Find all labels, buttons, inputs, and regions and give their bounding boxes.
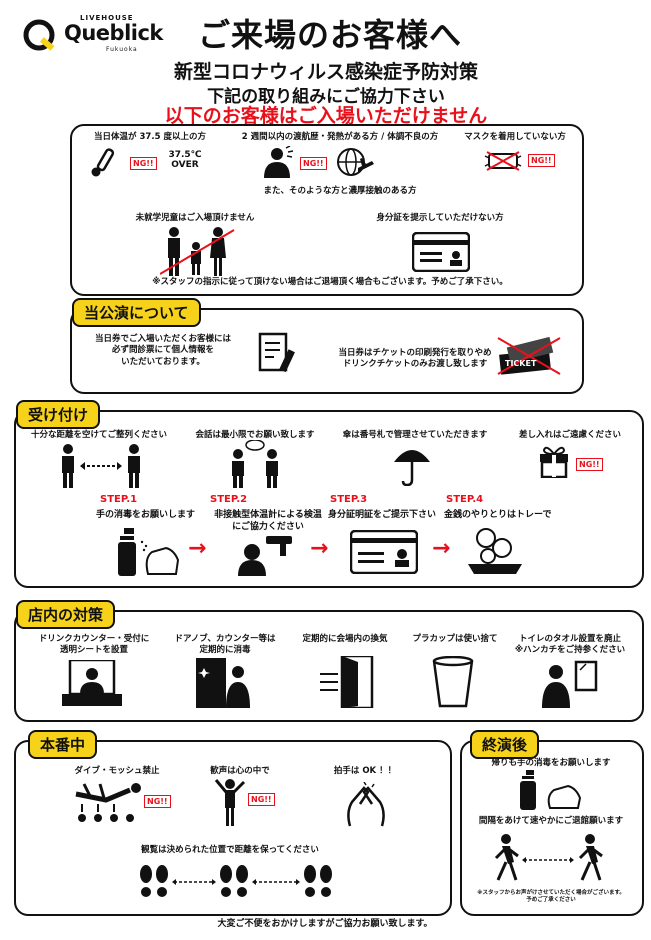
performance-label: 当公演について	[72, 298, 201, 327]
cheer-text: 歓声は心の中で	[210, 766, 270, 776]
venue-label: 店内の対策	[16, 600, 116, 629]
thermometer-icon	[91, 148, 115, 177]
step-label-4: STEP.4	[446, 494, 484, 505]
crowd-surfing-icon	[75, 783, 141, 822]
no-mask-icon	[484, 151, 522, 171]
questionnaire-icon	[258, 332, 295, 373]
counter-sheet-icon	[62, 660, 122, 706]
logo-small: LIVEHOUSE	[80, 14, 134, 22]
step-text-2: 非接触型体温計による検温 にご協力ください	[214, 510, 322, 533]
clap-text: 拍手は OK ！！	[333, 766, 397, 776]
disinfect-door-icon	[196, 658, 250, 708]
logo-mark-icon	[23, 19, 55, 51]
logo-name: Queblick	[64, 21, 163, 45]
step-text-1: 手の消毒をお願いします	[96, 510, 196, 520]
logo: LIVEHOUSE Queblick Fukuoka	[22, 14, 163, 54]
umbrella-icon	[394, 450, 430, 486]
venue-item-5: トイレのタオル設置を廃止 ※ハンカチをご持参ください	[514, 634, 626, 656]
ventilation-door-icon	[320, 656, 374, 708]
show-label: 本番中	[28, 730, 98, 759]
walking-people-icon	[494, 834, 603, 881]
performance-text2: 当日券はチケットの印刷発行を取りやめ ドリンクチケットのみお渡し致します	[338, 348, 492, 370]
ng-badge: NG!!	[130, 157, 157, 170]
venue-item-4: プラカップは使い捨て	[412, 634, 498, 644]
step-label-2: STEP.2	[210, 494, 248, 505]
thermometer-gun-icon	[238, 536, 292, 576]
page-subtitle: 新型コロナウィルス感染症予防対策	[173, 61, 478, 83]
venue-item-2: ドアノブ、カウンター等は 定期的に消毒	[174, 634, 276, 656]
step-label-1: STEP.1	[100, 494, 138, 505]
temp-over-text: 37.5℃ OVER	[168, 150, 202, 170]
footprints-icon	[140, 865, 332, 897]
reception-item-4: 差し入れはご遠慮ください	[518, 430, 621, 440]
entry-box	[70, 124, 584, 296]
step-text-4: 金銭のやりとりはトレーで	[444, 510, 552, 520]
coin-tray-icon	[468, 528, 522, 574]
ng-badge: NG!!	[528, 154, 555, 167]
performance-text1: 当日券でご入場いただくお客様には 必ず問診票にて個人情報を いただいております。	[94, 334, 231, 367]
after-box	[460, 740, 644, 916]
no-children-icon	[160, 227, 235, 276]
plastic-cup-icon	[432, 656, 474, 708]
reception-item-1: 十分な距離を空けてご整列ください	[30, 430, 167, 440]
cheering-person-icon	[214, 779, 246, 826]
sanitizer-hands-icon	[520, 770, 582, 810]
venue-item-3: 定期的に会場内の換気	[302, 634, 388, 644]
request-text: 下記の取り組みにご協力下さい	[207, 87, 445, 107]
globe-plane-icon	[337, 148, 374, 176]
id-text: 身分証を提示していただけない方	[376, 213, 504, 223]
gift-icon	[540, 446, 568, 478]
ticket-icon	[497, 336, 561, 375]
ng-badge: NG!!	[576, 458, 603, 471]
step-text-3: 身分証明証をご提示下さい	[328, 510, 437, 520]
travel-text: 2 週間以内の渡航歴・発熱がある方 / 体調不良の方	[241, 132, 439, 142]
after-label: 終演後	[470, 730, 540, 759]
reception-label: 受け付け	[16, 400, 101, 429]
dive-text: ダイブ・モッシュ禁止	[74, 766, 160, 776]
entry-note: ※スタッフの指示に従って頂けない場合はご退場頂く場合もございます。予めご了承下さ…	[152, 277, 508, 287]
sick-person-icon	[264, 146, 294, 178]
step-arrow-1: →	[188, 536, 207, 561]
restroom-person-icon	[542, 660, 598, 708]
children-text: 未就学児童はご入場頂けません	[135, 213, 255, 223]
page-title: ご来場のお客様へ	[197, 16, 462, 54]
ticket-text: TICKET	[505, 359, 537, 368]
sanitizer-hands-icon	[118, 528, 180, 576]
ng-badge: NG!!	[300, 157, 327, 170]
distance-people-icon	[62, 444, 140, 488]
ng-badge: NG!!	[144, 795, 171, 808]
step-arrow-3: →	[432, 536, 451, 561]
logo-sub: Fukuoka	[106, 46, 138, 53]
step-label-3: STEP.3	[330, 494, 368, 505]
reception-item-3: 傘は番号札で管理させていただきます	[342, 430, 488, 440]
ng-badge: NG!!	[248, 793, 275, 806]
reception-item-2: 会話は最小限でお願い致します	[195, 430, 315, 440]
clapping-hands-icon	[347, 782, 385, 827]
id-card-icon	[350, 530, 418, 574]
show-box	[14, 740, 452, 916]
footer-text: 大変ご不便をおかけしますがご協力お願い致します。	[217, 919, 433, 929]
contact-text: また、そのような方と濃厚接触のある方	[263, 186, 417, 196]
venue-item-1: ドリンクカウンター・受付に 透明シートを設置	[38, 634, 150, 656]
warning-text: 以下のお客様はご入場いただけません	[164, 105, 488, 127]
talking-people-icon	[232, 440, 278, 488]
after-small: ※スタッフからお声がけさせていただく場合がございます。 予めご了承ください	[477, 890, 625, 904]
after-sanitize: 帰りも手の消毒をお願いします	[491, 758, 611, 768]
temp-text: 当日体温が 37.5 度以上の方	[94, 132, 206, 142]
after-leave: 間隔をあけて速やかにご退館願います	[478, 816, 624, 826]
distance-text: 観覧は決められた位置で距離を保ってください	[141, 845, 319, 855]
step-arrow-2: →	[310, 536, 329, 561]
mask-text: マスクを着用していない方	[464, 132, 566, 142]
id-card-icon	[412, 232, 470, 272]
